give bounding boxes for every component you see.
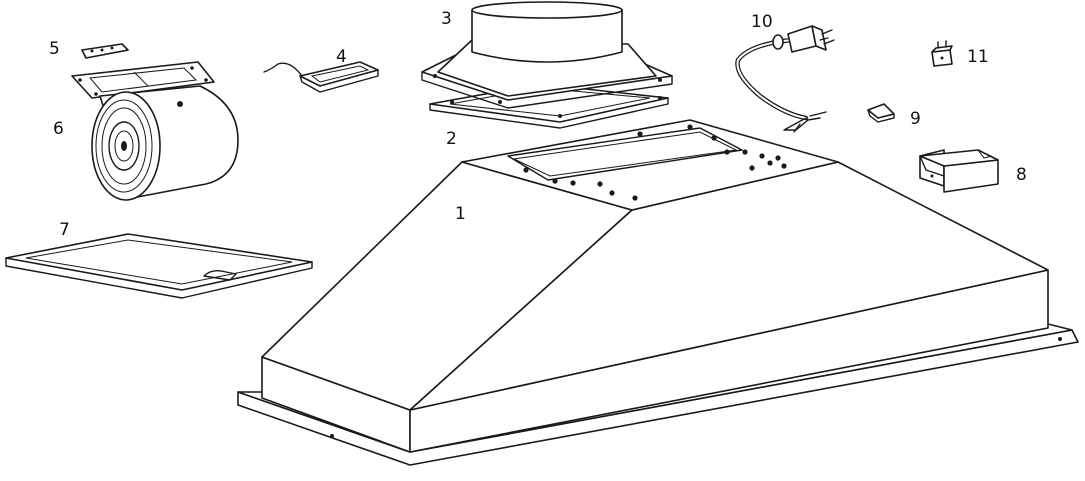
label-filter-frame: 7 (59, 220, 70, 240)
clip-part (867, 103, 895, 123)
hood-body-part (237, 119, 1079, 466)
junction-box-part (919, 149, 999, 193)
label-blower: 6 (53, 119, 64, 139)
label-clip: 9 (910, 109, 921, 129)
label-hood-body: 1 (455, 204, 466, 224)
label-duct-collar: 3 (441, 9, 452, 29)
duct-collar-part (421, 1, 673, 109)
filter-frame-part (5, 233, 313, 299)
label-connector-strip: 5 (49, 39, 60, 59)
connector-strip-part (81, 43, 129, 59)
label-gasket: 2 (446, 129, 457, 149)
label-light-module: 4 (336, 47, 347, 67)
blower-part (71, 61, 239, 201)
capacitor-part (931, 40, 953, 67)
power-cord-part (735, 25, 835, 133)
label-capacitor: 11 (967, 47, 989, 67)
label-power-cord: 10 (751, 12, 773, 32)
label-junction-box: 8 (1016, 165, 1027, 185)
light-module-part (263, 61, 379, 93)
